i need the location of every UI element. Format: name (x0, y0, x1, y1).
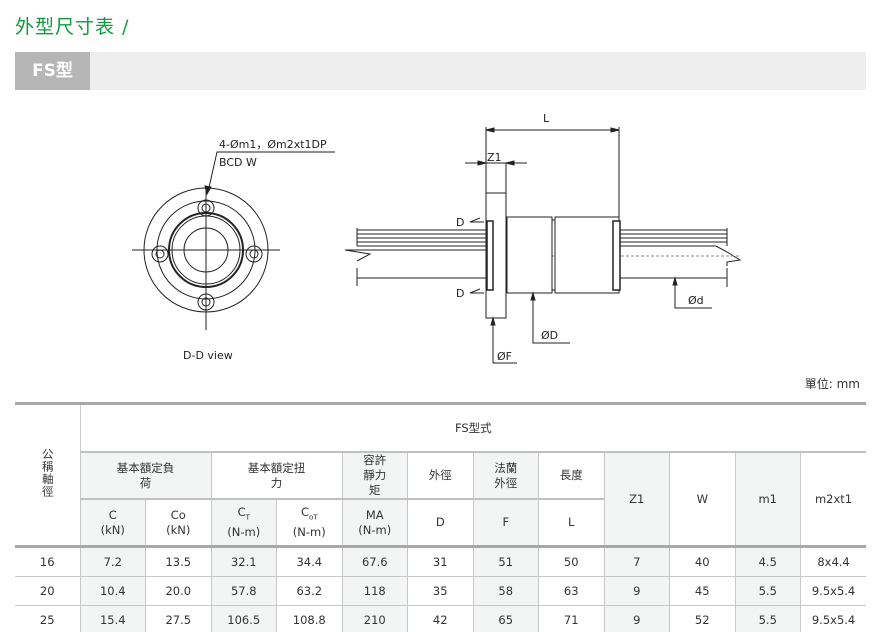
table-cell: 51 (472, 545, 539, 577)
model-header: FS型式 (79, 402, 867, 453)
section-mark-bottom: D (456, 287, 464, 300)
table-cell: 13.5 (145, 545, 212, 577)
dim-nut-dia-label: ØD (541, 329, 558, 342)
section-banner: FS型 (15, 52, 866, 90)
table-cell: 20 (15, 576, 81, 606)
table-cell: 5.5 (734, 576, 801, 606)
table-cell: 4.5 (734, 545, 801, 577)
table-cell: 8x4.4 (800, 545, 867, 577)
table-cell: 20.0 (145, 576, 212, 606)
basic-torque-header: 基本額定扭力 (210, 451, 343, 500)
ct-header: CT(N-m) (210, 498, 277, 547)
m1-header: m1 (734, 451, 801, 547)
table-cell: 52 (669, 605, 736, 632)
cot-header: CoT(N-m) (276, 498, 343, 547)
section-tab-fs[interactable]: FS型 (15, 52, 90, 90)
table-cell: 57.8 (210, 576, 277, 606)
table-cell: 16 (15, 545, 81, 577)
table-cell: 9 (603, 605, 670, 632)
bolt-holes (151, 199, 263, 311)
nominal-dia-header: 公稱軸徑 (15, 402, 81, 547)
table-cell: 65 (472, 605, 539, 632)
c-header: C(kN) (80, 498, 146, 547)
table-cell: 118 (341, 576, 408, 606)
table-cell: 58 (472, 576, 539, 606)
table-cell: 108.8 (276, 605, 343, 632)
table-cell: 9 (603, 576, 670, 606)
table-cell: 34.4 (276, 545, 343, 577)
table-cell: 67.6 (341, 545, 408, 577)
dim-l-label: L (543, 112, 550, 125)
length-header: 長度 (538, 451, 605, 500)
table-header-row: 公稱軸徑 FS型式 (15, 402, 867, 547)
f-header: F (472, 498, 539, 547)
d-header: D (407, 498, 474, 547)
front-view (132, 151, 335, 330)
ma-header: MA(N-m) (341, 498, 408, 547)
hole-spec-label: 4-Øm1，Øm2xt1DP (219, 138, 327, 151)
table-cell: 63 (538, 576, 605, 606)
table-cell: 32.1 (210, 545, 277, 577)
table-cell: 7.2 (79, 545, 146, 577)
z1-header: Z1 (603, 451, 670, 547)
dim-z1-label: Z1 (487, 151, 502, 164)
bcd-label: BCD W (219, 156, 257, 169)
table-cell: 210 (341, 605, 408, 632)
table-cell: 5.5 (734, 605, 801, 632)
view-label: D-D view (183, 349, 233, 362)
table-cell: 25 (15, 605, 81, 632)
table-cell: 45 (669, 576, 736, 606)
technical-drawing: 4-Øm1，Øm2xt1DP BCD W D-D view (132, 112, 742, 364)
outer-dia-header: 外徑 (407, 451, 474, 500)
table-cell: 31 (407, 545, 474, 577)
static-moment-header: 容許靜力矩 (341, 451, 408, 500)
table-cell: 42 (407, 605, 474, 632)
table-cell: 7 (603, 545, 670, 577)
table-cell: 9.5x5.4 (800, 576, 867, 606)
table-cell: 63.2 (276, 576, 343, 606)
w-header: W (669, 451, 736, 547)
page-title: 外型尺寸表 / (15, 16, 130, 38)
table-group-row: 基本額定負荷 基本額定扭力 容許靜力矩 外徑 法蘭外徑 長度 Z1 W m1 m… (15, 451, 867, 547)
table-cell: 15.4 (79, 605, 146, 632)
dim-shaft-dia-label: Ød (688, 294, 704, 307)
table-cell: 71 (538, 605, 605, 632)
unit-note: 單位: mm (804, 377, 860, 391)
co-header: Co(kN) (145, 498, 212, 547)
section-mark-top: D (456, 216, 464, 229)
m2xt1-header: m2xt1 (800, 451, 867, 547)
side-view (344, 127, 742, 364)
table-cell: 35 (407, 576, 474, 606)
table-cell: 10.4 (79, 576, 146, 606)
table-cell: 50 (538, 545, 605, 577)
table-cell: 9.5x5.4 (800, 605, 867, 632)
dimension-table: 公稱軸徑 FS型式 基本額定負荷 基本額定扭力 容許靜力矩 外徑 法蘭外徑 長度… (15, 402, 867, 632)
table-cell: 106.5 (210, 605, 277, 632)
table-cell: 27.5 (145, 605, 212, 632)
basic-load-header: 基本額定負荷 (80, 451, 212, 500)
flange-dia-header: 法蘭外徑 (472, 451, 539, 500)
l-header: L (538, 498, 604, 547)
dim-flange-dia-label: ØF (497, 350, 512, 363)
table-cell: 40 (669, 545, 736, 577)
